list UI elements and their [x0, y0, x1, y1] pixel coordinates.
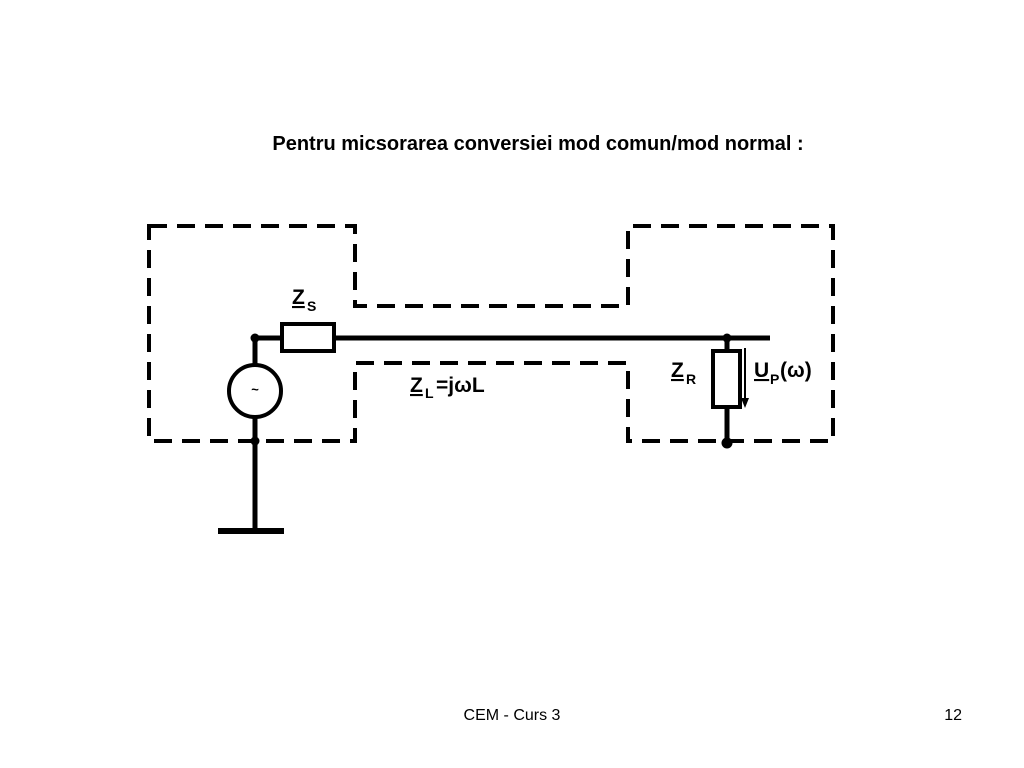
- zs-label: Z: [292, 286, 305, 309]
- up-label: U: [754, 359, 769, 382]
- zr-label: Z: [671, 359, 684, 382]
- voltage-source: [227, 363, 283, 419]
- slide-title: Pentru micsorarea conversiei mod comun/m…: [272, 133, 804, 155]
- node-source-bottom: [250, 436, 260, 446]
- zl-expression: =jωL: [436, 374, 485, 397]
- source-enclosure: [147, 224, 835, 443]
- source-symbol: ~: [251, 382, 259, 397]
- node-source-top: [250, 333, 260, 343]
- zr-subscript: R: [686, 371, 696, 387]
- footer-course: CEM - Curs 3: [463, 707, 561, 724]
- page-number: 12: [944, 707, 962, 724]
- zs-resistor: [280, 322, 336, 353]
- voltage-arrow-head: [741, 398, 749, 408]
- zl-subscript: L: [425, 385, 434, 401]
- zr-resistor: [711, 349, 742, 409]
- up-argument: (ω): [780, 359, 812, 382]
- zs-subscript: S: [307, 298, 316, 314]
- up-subscript: P: [770, 371, 779, 387]
- zl-label: Z: [410, 374, 423, 397]
